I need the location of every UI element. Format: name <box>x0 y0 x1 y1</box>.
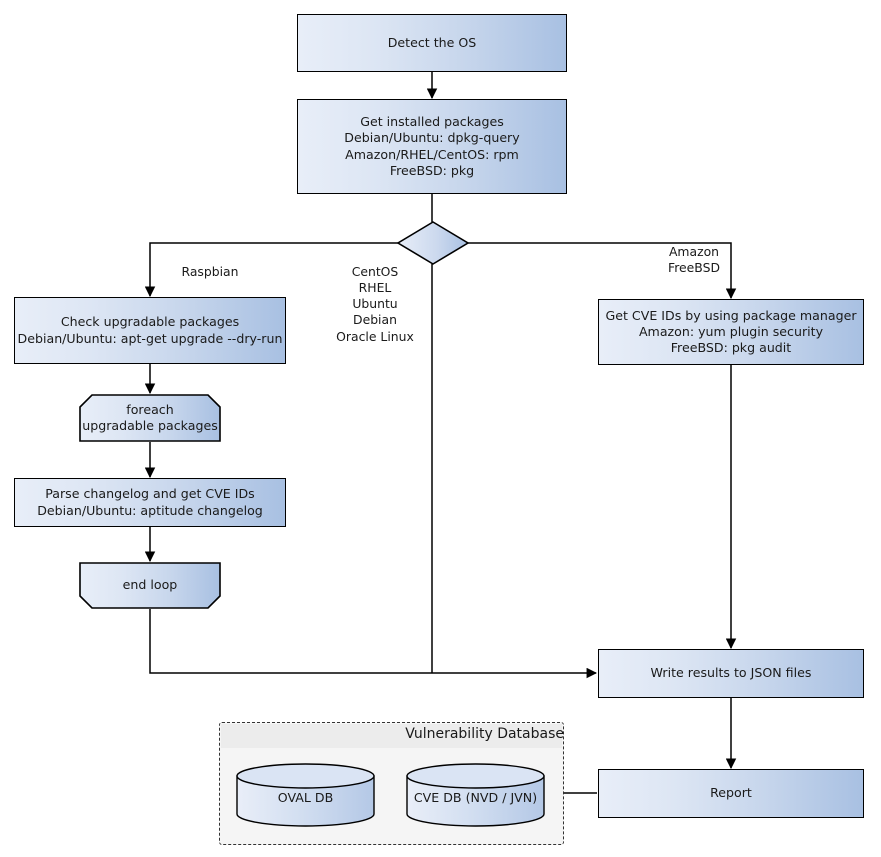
node-get-installed-packages-label: Get installed packages Debian/Ubuntu: dp… <box>344 114 520 178</box>
node-get-installed-packages[interactable]: Get installed packages Debian/Ubuntu: dp… <box>297 99 567 194</box>
database-cylinder-icon <box>236 763 375 827</box>
node-detect-os-label: Detect the OS <box>387 34 477 50</box>
db-cve-label: CVE DB (NVD / JVN) <box>413 790 538 805</box>
diamond-shape <box>396 221 470 265</box>
group-vulnerability-database-title: Vulnerability Database <box>405 726 564 742</box>
node-parse-changelog-label: Parse changelog and get CVE IDs Debian/U… <box>37 486 263 518</box>
node-foreach-loop-start-label: foreach upgradable packages <box>82 401 218 433</box>
node-write-results-json-label: Write results to JSON files <box>650 665 812 681</box>
node-report-label: Report <box>710 785 752 801</box>
db-cve[interactable]: CVE DB (NVD / JVN) <box>405 763 546 827</box>
loop-start-shape <box>79 394 221 442</box>
node-end-loop[interactable]: end loop <box>79 562 221 609</box>
node-detect-os[interactable]: Detect the OS <box>297 14 567 72</box>
database-cylinder-icon <box>406 763 545 827</box>
node-report[interactable]: Report <box>598 769 864 818</box>
node-check-upgradable-packages[interactable]: Check upgradable packages Debian/Ubuntu:… <box>14 297 286 364</box>
node-os-decision[interactable] <box>396 220 470 266</box>
node-parse-changelog[interactable]: Parse changelog and get CVE IDs Debian/U… <box>14 478 286 527</box>
node-get-cve-ids-label: Get CVE IDs by using package manager Ama… <box>605 307 857 356</box>
db-oval-label: OVAL DB <box>277 790 334 805</box>
edge-label-amazon-freebsd: Amazon FreeBSD <box>668 244 720 276</box>
node-end-loop-label: end loop <box>122 577 178 593</box>
group-title-band <box>221 724 562 748</box>
db-oval[interactable]: OVAL DB <box>235 763 376 827</box>
node-get-cve-ids[interactable]: Get CVE IDs by using package manager Ama… <box>598 299 864 365</box>
edge-label-center-distros: CentOS RHEL Ubuntu Debian Oracle Linux <box>336 264 414 344</box>
edge-label-raspbian: Raspbian <box>181 264 239 279</box>
loop-end-shape <box>79 562 221 609</box>
node-check-upgradable-packages-label: Check upgradable packages Debian/Ubuntu:… <box>17 314 283 346</box>
node-foreach-loop-start[interactable]: foreach upgradable packages <box>79 394 221 442</box>
node-write-results-json[interactable]: Write results to JSON files <box>598 649 864 698</box>
